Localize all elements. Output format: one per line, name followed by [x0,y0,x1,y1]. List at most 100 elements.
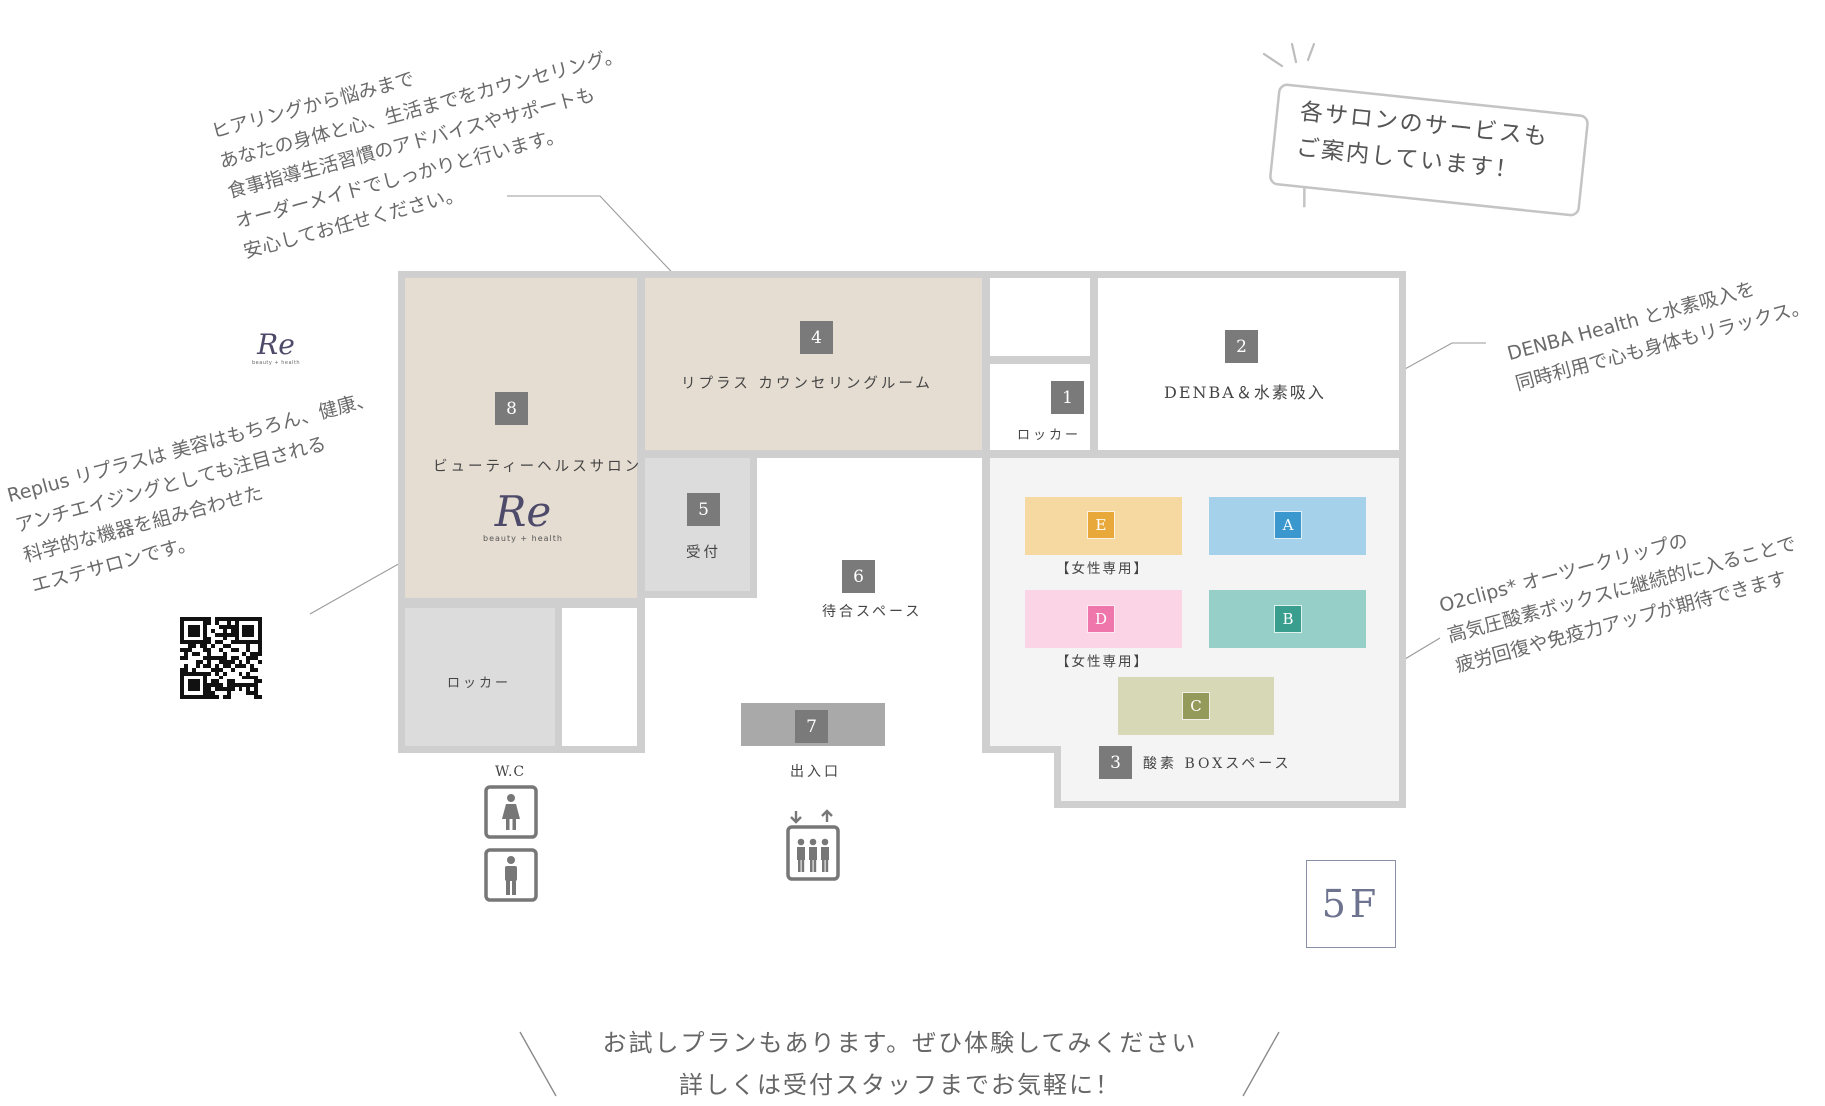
qr-cell [258,644,262,649]
qr-cell [254,663,259,668]
qr-cell [211,617,216,621]
qr-cell [211,683,216,688]
qr-cell [226,620,231,625]
room-label-5: 受付 [686,545,721,561]
qr-cell [242,667,247,672]
qr-cell [246,695,251,699]
qr-cell [222,691,227,696]
room-denba[interactable] [1098,278,1399,450]
qr-cell [211,675,216,680]
qr-cell [234,632,239,637]
qr-cell [207,628,212,633]
qr-cell [258,679,262,684]
qr-cell [219,663,223,668]
qr-cell [219,620,223,625]
qr-cell [242,624,247,629]
qr-cell [246,671,251,676]
qr-cell [226,632,231,637]
qr-cell [246,636,251,641]
qr-cell [242,663,247,668]
qr-cell [191,648,196,653]
room-label-4: リプラス カウンセリングルーム [681,376,933,392]
qr-cell [238,663,243,668]
qr-cell [203,624,208,629]
qr-cell [195,636,200,641]
qr-cell [195,675,200,680]
qr-cell [234,636,239,641]
qr-cell [230,671,235,676]
qr-cell [246,632,251,637]
qr-cell [199,675,204,680]
qr-cell [250,663,255,668]
qr-cell [254,675,259,680]
qr-cell [195,656,200,660]
qr-cell [246,628,251,633]
qr-cell [250,652,255,657]
qr-cell [199,667,204,672]
qr-cell [207,671,212,676]
toilet-female-icon[interactable] [484,785,538,839]
room-number-3: 3 [1099,746,1132,779]
qr-cell [246,675,251,680]
qr-cell [199,695,204,699]
qr-cell [254,691,259,696]
qr-cell [238,656,243,660]
qr-cell [219,644,223,649]
qr-cell [230,636,235,641]
qr-cell [183,644,188,649]
qr-cell [187,628,192,633]
qr-cell [191,617,196,621]
qr-cell [207,617,212,621]
room-label-locker-left: ロッカー [447,676,512,691]
room-locker-left[interactable] [405,608,555,746]
elevator-icon[interactable] [786,808,840,882]
qr-cell [180,675,184,680]
qr-cell [222,675,227,680]
qr-cell [258,683,262,688]
qr-cell [183,620,188,625]
qr-cell [199,648,204,653]
qr-cell [215,675,220,680]
room-locker-1-partition [990,271,1098,278]
qr-cell [250,691,255,696]
qr-cell [258,675,262,680]
room-beauty-health-salon[interactable] [405,278,637,598]
qr-cell [207,636,212,641]
qr-cell [242,656,247,660]
qr-cell [211,620,216,625]
qr-cell [180,620,184,625]
qr-cell [211,659,216,664]
qr-cell [226,648,231,653]
toilet-male-icon[interactable] [484,848,538,902]
qr-cell [183,636,188,641]
qr-cell [183,640,188,645]
qr-cell [234,671,239,676]
qr-cell [234,648,239,653]
qr-cell [187,675,192,680]
qr-cell [183,632,188,637]
qr-cell [230,652,235,657]
qr-cell [187,659,192,664]
qr-cell [203,667,208,672]
room-counseling[interactable] [645,278,982,450]
qr-cell [187,691,192,696]
oxygen-box-d-badge: D [1087,605,1115,633]
qr-cell [222,617,227,621]
qr-code [180,617,262,699]
qr-cell [203,691,208,696]
qr-cell [250,695,255,699]
qr-cell [211,667,216,672]
qr-cell [238,659,243,664]
qr-cell [207,663,212,668]
qr-cell [215,687,220,692]
qr-cell [203,671,208,676]
qr-cell [203,632,208,637]
qr-cell [215,652,220,657]
qr-cell [250,628,255,633]
qr-cell [246,652,251,657]
qr-cell [226,617,231,621]
qr-cell [180,652,184,657]
qr-cell [242,636,247,641]
qr-cell [222,663,227,668]
